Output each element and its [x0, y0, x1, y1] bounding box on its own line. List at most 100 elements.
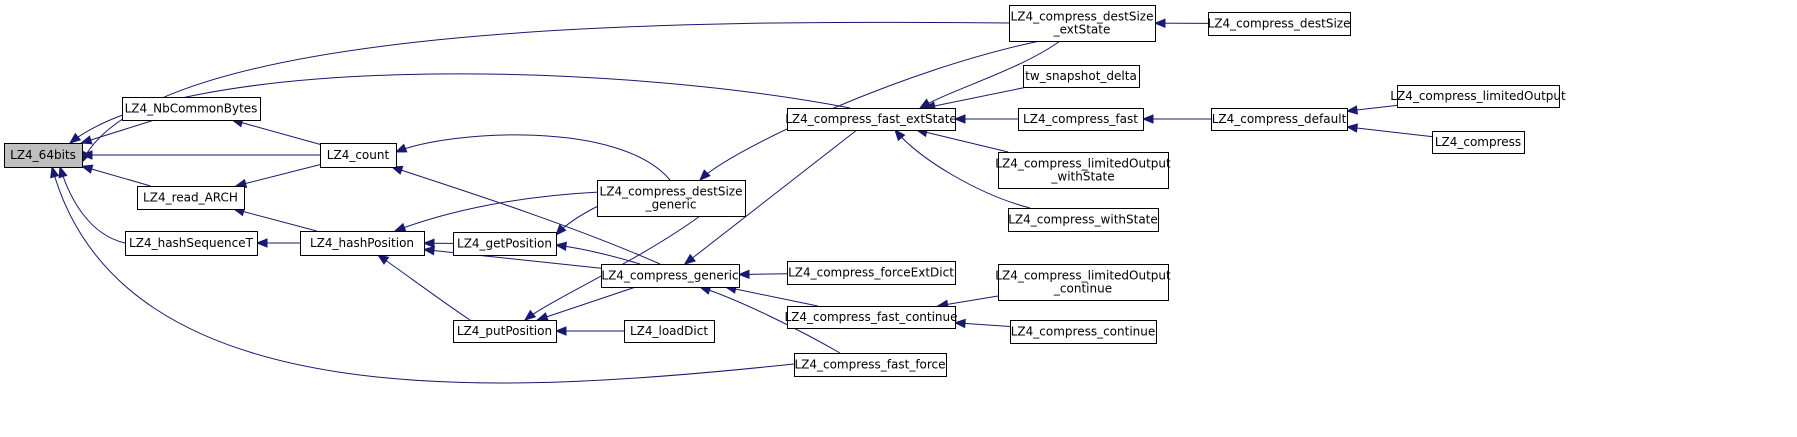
function-node[interactable]: LZ4_loadDict [624, 320, 715, 343]
function-node[interactable]: LZ4_NbCommonBytes [122, 97, 261, 121]
function-node[interactable]: LZ4_compress_limitedOutput_withState [995, 152, 1171, 189]
function-node[interactable]: LZ4_getPosition [453, 232, 557, 256]
edge-n2-to-n20 [234, 164, 321, 189]
node-box [122, 97, 261, 121]
function-node[interactable]: LZ4_compress_fast [1018, 108, 1144, 131]
function-node[interactable]: LZ4_read_ARCH [137, 186, 245, 210]
edge-arrowhead [554, 326, 567, 336]
edge-arrowhead [737, 269, 750, 280]
edge-arrowhead [255, 238, 268, 248]
edge-arrowhead [376, 254, 390, 265]
edge-n25-to-n0 [58, 165, 126, 244]
edge-line [232, 119, 321, 145]
edge-n19-to-n0 [50, 165, 795, 384]
node-label: LZ4_compress_fast [1023, 112, 1138, 126]
node-box [601, 264, 740, 288]
node-box [787, 261, 956, 285]
function-node[interactable]: LZ4_compress_destSize_generic [597, 180, 746, 217]
node-label: _extState [1053, 23, 1111, 37]
function-node[interactable]: LZ4_compress_destSize_extState [1009, 5, 1156, 42]
function-node[interactable]: LZ4_compress_limitedOutput_continue [995, 264, 1171, 301]
node-box [597, 180, 746, 217]
edge-line [81, 21, 1010, 163]
node-box [624, 320, 715, 343]
function-node[interactable]: LZ4_hashPosition [300, 231, 425, 256]
edge-line [51, 166, 795, 384]
edge-n6-to-n2 [390, 165, 661, 265]
edge-arrowhead [699, 169, 711, 181]
function-node[interactable]: LZ4_compress_generic [601, 264, 740, 288]
node-label: LZ4_compress_destSize [1208, 17, 1351, 31]
edge-line [919, 40, 1061, 109]
function-node[interactable]: LZ4_putPosition [453, 320, 557, 343]
function-node[interactable]: LZ4_compress [1432, 131, 1525, 154]
function-node[interactable]: LZ4_compress_forceExtDict [787, 261, 956, 285]
edge-arrowhead [80, 164, 94, 174]
edge-n23-to-n21 [376, 254, 471, 321]
node-box [137, 186, 245, 210]
node-box [1397, 85, 1560, 108]
edge-arrowhead [394, 143, 408, 153]
edge-n2-to-n0 [80, 150, 320, 160]
edge-n1-to-n0 [79, 119, 155, 145]
root-function-node[interactable]: LZ4_64bits [4, 143, 83, 168]
edge-line [699, 286, 841, 354]
edge-arrowhead [50, 165, 60, 179]
edge-line [81, 165, 151, 187]
edge-n11-to-n10 [1345, 104, 1398, 115]
function-node[interactable]: LZ4_compress_fast_extState [785, 108, 957, 131]
function-node[interactable]: LZ4_compress_fast_continue [784, 306, 958, 329]
edge-arrowhead [1141, 114, 1154, 124]
function-node[interactable]: LZ4_compress_default [1211, 108, 1348, 131]
node-label: LZ4_compress_continue [1011, 325, 1156, 339]
node-label: LZ4_compress_fast_continue [784, 310, 957, 324]
node-label: LZ4_compress_limitedOutput [1390, 89, 1566, 103]
node-label: _continue [1053, 282, 1112, 296]
node-label: LZ4_64bits [10, 148, 76, 162]
edge-arrowhead [683, 253, 696, 265]
node-label: LZ4_compress_forceExtDict [788, 266, 954, 280]
edge-n9-to-n7 [953, 114, 1018, 124]
edge-n2-to-n1 [231, 118, 321, 145]
function-node[interactable]: LZ4_compress_withState [1008, 208, 1159, 232]
function-node[interactable]: LZ4_compress_limitedOutput [1390, 85, 1566, 108]
edge-arrowhead [393, 222, 407, 232]
node-box [453, 320, 557, 343]
edge-arrowhead [894, 128, 906, 142]
node-box [1023, 65, 1140, 88]
edge-line [233, 208, 317, 232]
edge-arrowhead [1345, 105, 1358, 115]
edge-n13-to-n7 [915, 127, 1009, 153]
node-box [787, 108, 956, 131]
node-label: LZ4_hashPosition [310, 236, 414, 250]
node-label: LZ4_getPosition [457, 237, 552, 251]
edge-n20-to-n0 [80, 164, 151, 187]
node-box [794, 353, 947, 377]
edge-line [235, 164, 321, 187]
function-node[interactable]: LZ4_compress_continue [1010, 320, 1157, 344]
node-label: LZ4_compress_default [1212, 112, 1347, 126]
edge-arrowhead [1153, 18, 1166, 28]
edge-n6-to-n23 [536, 286, 636, 322]
node-label: LZ4_compress [1435, 135, 1521, 149]
function-node[interactable]: tw_snapshot_delta [1023, 65, 1140, 88]
node-box [998, 152, 1169, 189]
node-label: LZ4_hashSequenceT [129, 236, 254, 250]
edge-n24-to-n23 [554, 326, 624, 336]
node-label: LZ4_compress_fast_force [794, 358, 945, 372]
node-label: LZ4_compress_destSize [600, 185, 743, 199]
function-node[interactable]: LZ4_hashSequenceT [125, 231, 258, 256]
edge-line [391, 166, 661, 265]
node-label: LZ4_compress_generic [601, 269, 738, 283]
edge-arrowhead [536, 312, 549, 322]
function-node[interactable]: LZ4_count [320, 143, 397, 168]
node-box [1018, 108, 1144, 131]
edge-arrowhead [58, 165, 68, 179]
function-node[interactable]: LZ4_compress_fast_force [794, 353, 947, 377]
node-box [125, 231, 258, 256]
edge-line [395, 134, 671, 181]
edge-n10-to-n9 [1141, 114, 1211, 124]
edge-line [725, 286, 818, 307]
function-node[interactable]: LZ4_compress_destSize [1208, 12, 1351, 36]
edge-n3-to-n23 [523, 215, 701, 321]
